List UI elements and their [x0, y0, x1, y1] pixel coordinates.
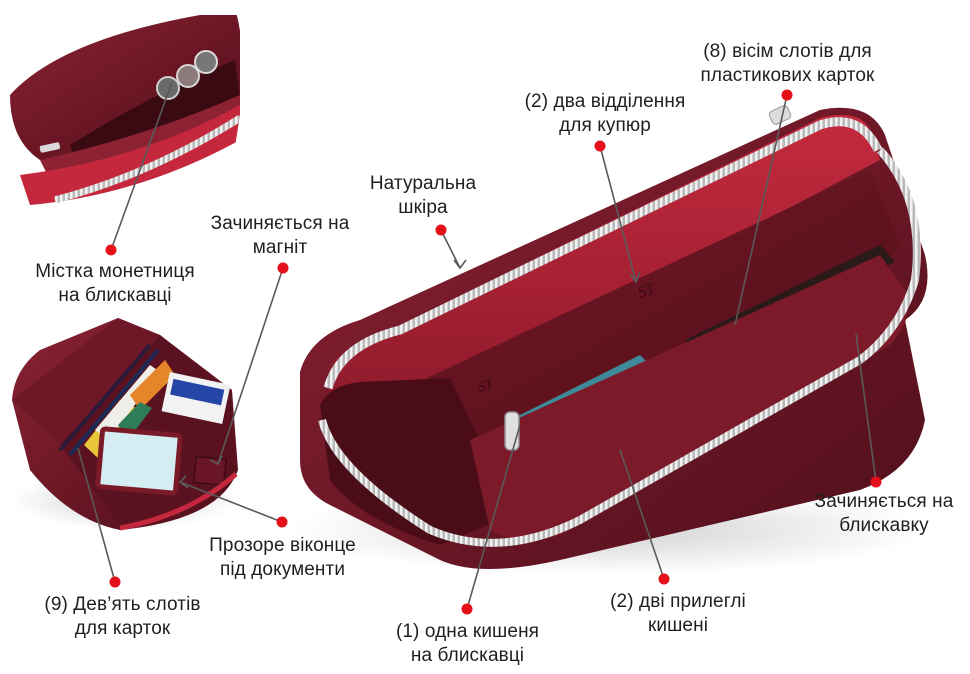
- dot-coin-pocket: [105, 244, 117, 256]
- label-line: магніт: [252, 237, 308, 258]
- coin-pocket-closeup: [0, 7, 243, 215]
- label-adjacent-pockets: (2) дві прилеглі кишені: [608, 590, 748, 638]
- label-bill-compartments: (2) два відділення для купюр: [505, 90, 705, 138]
- dot-genuine-leather: [435, 224, 447, 236]
- label-line: на блискавці: [410, 645, 525, 666]
- label-line: кишені: [647, 615, 709, 636]
- dot-zip-closure: [870, 476, 882, 488]
- leader-arrowheads: [178, 259, 641, 489]
- label-line: для купюр: [559, 115, 651, 136]
- label-line: Зачиняється на: [210, 213, 350, 234]
- label-line: блискавку: [839, 515, 929, 536]
- callout-dots: [105, 89, 882, 615]
- label-document-window: Прозоре віконце під документи: [195, 534, 370, 582]
- label-genuine-leather: Натуральна шкіра: [368, 172, 478, 220]
- label-zip-closure: Зачиняється на блискавку: [800, 490, 968, 538]
- svg-text:ST: ST: [636, 280, 659, 302]
- dot-magnet-clasp: [277, 262, 289, 274]
- label-line: (1) одна кишеня: [395, 621, 540, 642]
- main-wallet: ST ST: [290, 105, 930, 575]
- dot-zip-pocket: [461, 603, 473, 615]
- label-line: під документи: [219, 559, 346, 580]
- label-line: (8) вісім слотів для: [703, 41, 872, 62]
- label-card-slots-9: (9) Дев’ять слотів для карток: [30, 593, 215, 641]
- label-coin-pocket: Містка монетниця на блискавці: [20, 260, 210, 308]
- dot-card-slots-8: [781, 89, 793, 101]
- dot-adjacent-pockets: [658, 573, 670, 585]
- dot-bill-compartments: [594, 140, 606, 152]
- label-line: на блискавці: [58, 285, 172, 306]
- svg-text:ST: ST: [476, 376, 496, 396]
- label-line: (2) два відділення: [524, 91, 686, 112]
- dot-document-window: [276, 516, 288, 528]
- label-line: (9) Дев’ять слотів: [44, 594, 201, 615]
- label-line: для карток: [74, 618, 171, 639]
- label-line: шкіра: [398, 197, 448, 218]
- label-line: Містка монетниця: [35, 261, 195, 282]
- label-magnet-clasp: Зачиняється на магніт: [195, 212, 365, 260]
- label-line: (2) дві прилеглі: [610, 591, 746, 612]
- label-line: Натуральна: [369, 173, 477, 194]
- callout-leaders: [77, 81, 877, 610]
- label-line: Зачиняється на: [814, 491, 954, 512]
- label-line: Прозоре віконце: [209, 535, 356, 556]
- label-card-slots-8: (8) вісім слотів для пластикових карток: [680, 40, 895, 88]
- label-zip-pocket: (1) одна кишеня на блискавці: [385, 620, 550, 668]
- label-line: пластикових карток: [700, 65, 875, 86]
- dot-card-slots-9: [109, 576, 121, 588]
- open-wallet-small: [10, 318, 240, 531]
